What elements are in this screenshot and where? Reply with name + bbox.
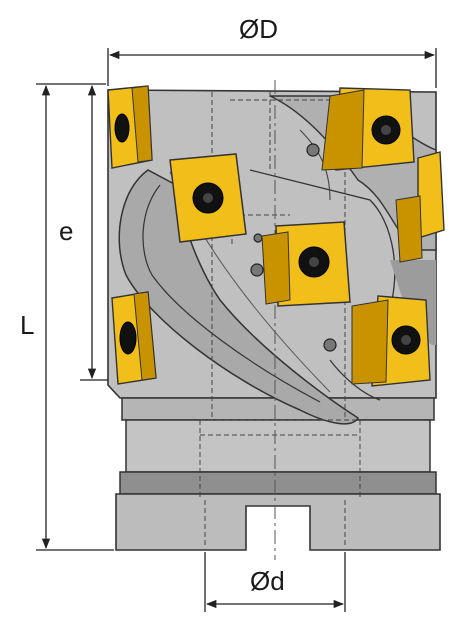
chip-flute-left-inner <box>142 184 321 403</box>
insert-icon <box>107 85 153 169</box>
insert-icon <box>395 151 445 263</box>
screw-icon <box>114 113 130 143</box>
bore-diameter-label: Ød <box>250 566 285 596</box>
flute-curve-lower <box>329 359 381 401</box>
insert-icon <box>351 295 431 387</box>
insert-icon <box>261 221 351 307</box>
cutting-length-label: e <box>59 216 74 246</box>
body-shank <box>115 493 441 551</box>
chip-flute-right-3 <box>299 129 331 201</box>
dimension-lines <box>36 48 437 612</box>
insert-icon <box>321 87 415 171</box>
inserts <box>107 85 445 387</box>
coolant-icon <box>250 143 337 352</box>
body-flange <box>121 397 435 421</box>
body-neck <box>125 419 431 473</box>
outer-diameter-label: ØD <box>239 14 278 44</box>
screw-icon <box>119 321 137 355</box>
overall-length-label: L <box>20 310 35 340</box>
insert-icon <box>169 153 247 243</box>
insert-icon <box>111 291 157 385</box>
body-groove <box>119 471 437 495</box>
